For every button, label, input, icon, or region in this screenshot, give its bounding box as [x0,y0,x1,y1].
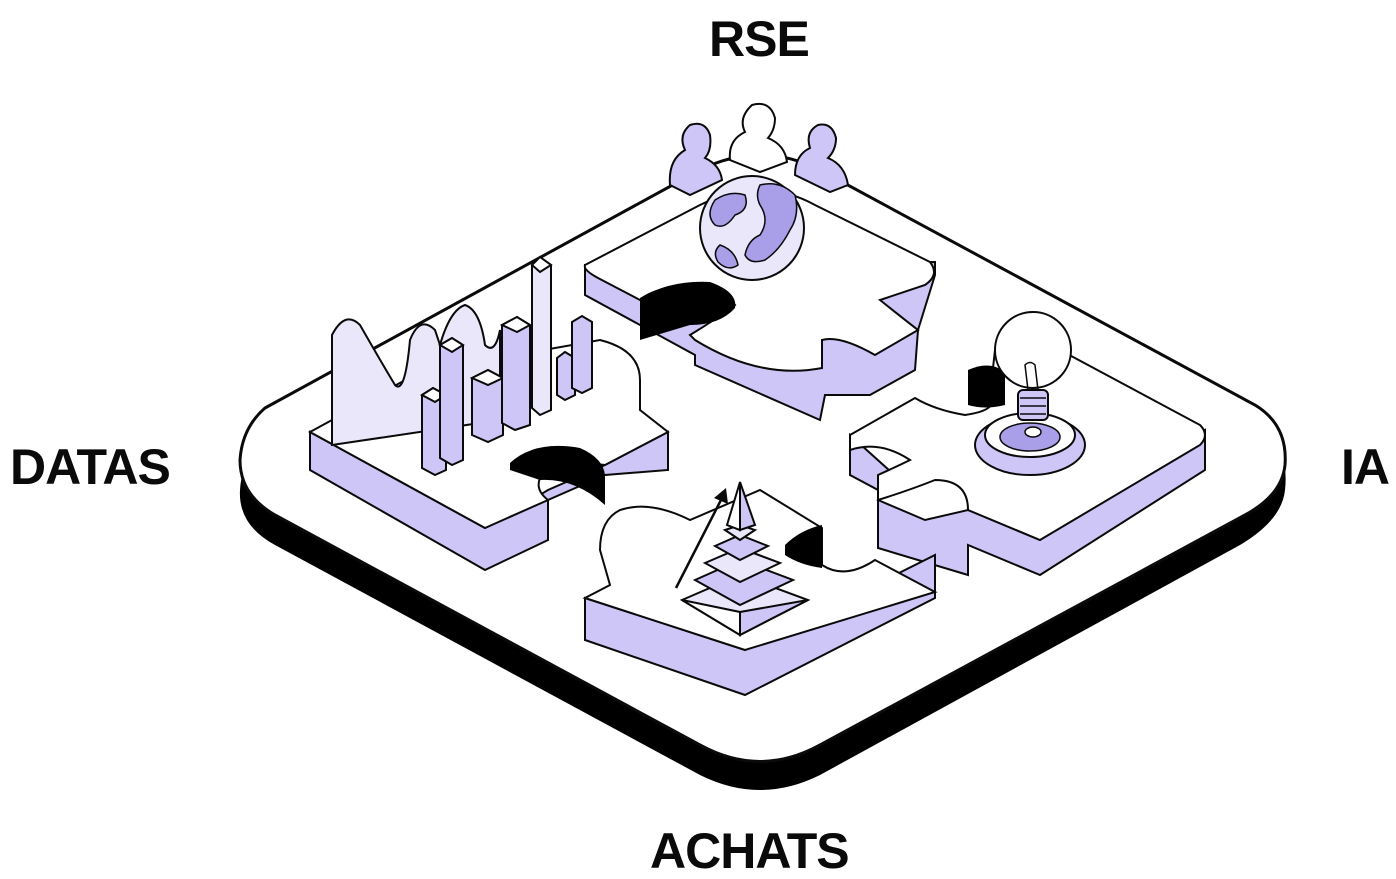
lightbulb-icon [974,311,1086,476]
label-achats: ACHATS [650,823,850,879]
puzzle-piece-datas [307,255,670,572]
label-rse: RSE [709,11,810,67]
people-icon [668,102,850,197]
bar-chart-icon [331,255,593,477]
label-datas: DATAS [10,439,171,495]
puzzle-piece-rse [583,102,936,422]
rse-hole [640,281,736,340]
puzzle-piece-ia [849,311,1206,577]
ia-hole [968,365,1005,408]
datas-hole [510,445,605,505]
achats-hole [785,525,822,568]
pyramid-arrow-icon [674,481,811,637]
globe-icon [699,175,805,281]
label-ia: IA [1341,439,1390,495]
ia-piece-side [849,428,1206,577]
puzzle-piece-achats [582,481,938,697]
